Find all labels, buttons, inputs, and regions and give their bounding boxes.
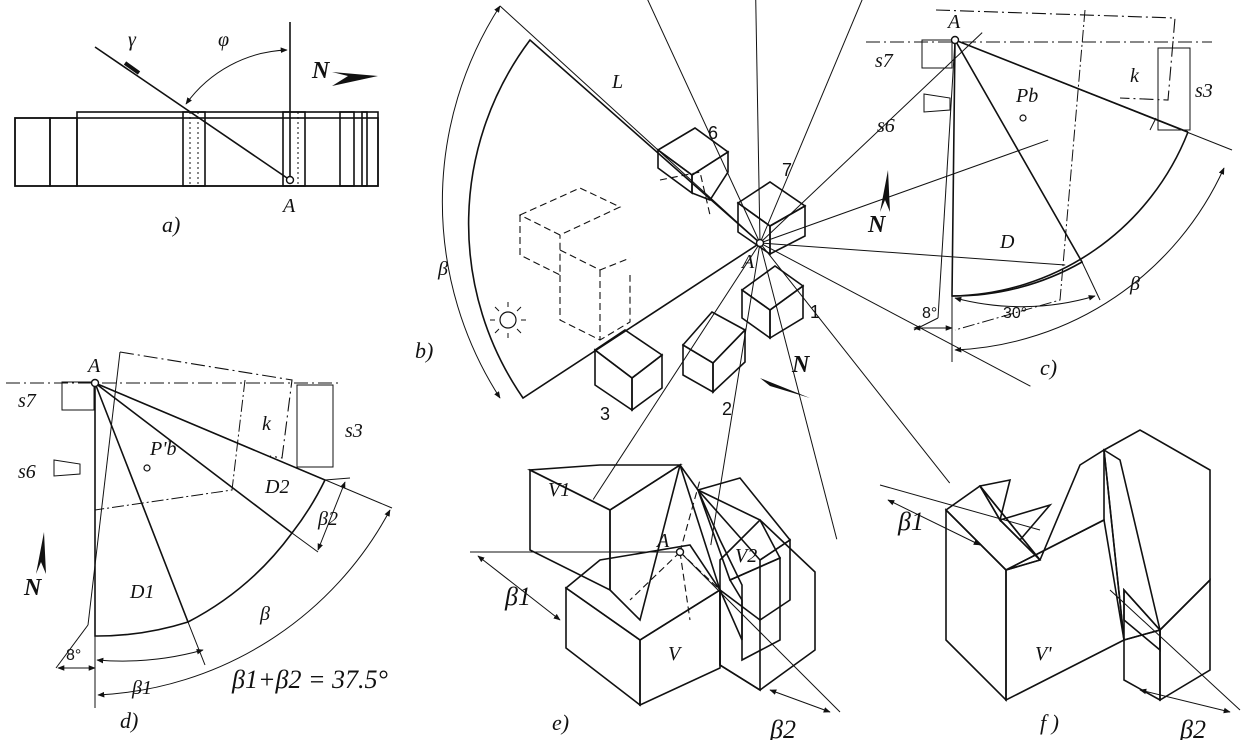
caption-b: b) — [415, 338, 433, 363]
caption-c: c) — [1040, 355, 1057, 380]
label-Pb: P'b — [149, 438, 177, 460]
label-D1: D1 — [129, 581, 154, 603]
panel-c: A s7 s6 s3 k Pb D N 8° 30° β c) — [866, 9, 1233, 380]
fan-ray — [755, 0, 761, 244]
label-phi: φ — [218, 29, 229, 51]
north-label: N — [791, 352, 811, 378]
north-arrow-icon — [880, 170, 890, 212]
label-Pb: Pb — [1015, 85, 1038, 107]
volume-V1-cut — [998, 503, 1053, 542]
label-V1: V1 — [548, 479, 570, 501]
caption-d: d) — [120, 708, 138, 733]
shade-s6 — [923, 93, 951, 113]
sky-fan — [467, 38, 762, 400]
street-strip — [14, 117, 379, 187]
label-k: k — [262, 413, 272, 435]
label-V: V — [668, 643, 683, 665]
label-gamma: γ — [128, 29, 137, 51]
sector-D — [951, 37, 1084, 297]
label-s7: s7 — [18, 390, 37, 412]
label-s6: s6 — [18, 461, 36, 483]
label-A: A — [86, 355, 101, 377]
label-s7: s7 — [875, 50, 894, 72]
dashed-volume — [518, 171, 711, 341]
building-label-7: 7 — [782, 160, 792, 180]
label-beta2: β2 — [769, 715, 796, 740]
label-s6: s6 — [877, 115, 895, 137]
shade-s7 — [61, 381, 95, 411]
label-D: D — [999, 231, 1015, 253]
label-A: A — [281, 195, 296, 217]
panel-d: A s7 s6 s3 k P'b D1 D2 N 8° β1 β2 β β1+β… — [6, 351, 393, 733]
north-label: N — [311, 58, 331, 84]
north-arrow-icon — [332, 72, 378, 86]
label-beta: β — [259, 603, 270, 625]
volume-V2-cut — [1103, 448, 1161, 642]
panel-f: β1 β2 V' f ) — [879, 429, 1241, 740]
fan-ray — [647, 0, 761, 244]
shade-s3 — [1157, 47, 1191, 131]
caption-f: f ) — [1040, 710, 1059, 735]
north-label: N — [23, 575, 43, 601]
label-beta2: β2 — [1179, 715, 1206, 740]
building-label-1: 1 — [810, 302, 820, 322]
panel-a: γ φ N A a) — [14, 22, 379, 237]
panel-e: V1 V2 A V β1 β2 e) — [470, 463, 841, 740]
sector-D2 — [94, 382, 327, 535]
north-arrow-icon — [760, 378, 810, 398]
fan-ray — [759, 242, 951, 484]
shade-s7 — [921, 39, 953, 69]
sun-icon — [490, 302, 526, 338]
fan-ray — [759, 139, 1049, 244]
equation: β1+β2 = 37.5° — [231, 665, 388, 694]
fan-ray — [759, 0, 863, 244]
label-V2: V2 — [735, 545, 757, 567]
fan-ray — [592, 242, 761, 500]
fan-ray — [759, 242, 1066, 266]
label-beta2: β2 — [317, 508, 338, 530]
panel-b: L β A 6 7 1 2 3 N b) — [415, 0, 1066, 546]
shade-s6 — [53, 459, 81, 477]
label-A: A — [655, 530, 670, 552]
label-D2: D2 — [264, 476, 289, 498]
volume-V2-front — [679, 464, 743, 641]
building-7 — [736, 181, 807, 256]
building-3 — [593, 329, 664, 412]
caption-e: e) — [552, 710, 569, 735]
building-2 — [681, 310, 747, 394]
label-beta1: β1 — [897, 507, 924, 536]
label-s3: s3 — [1195, 80, 1213, 102]
building-row — [76, 111, 368, 187]
north-label: N — [867, 212, 887, 238]
label-A: A — [946, 11, 961, 33]
angle-8: 8° — [66, 647, 81, 664]
building-1 — [740, 265, 805, 340]
gamma-line — [94, 46, 291, 181]
angle-30: 30° — [1003, 305, 1027, 322]
building-label-6: 6 — [708, 123, 718, 143]
building-label-3: 3 — [600, 404, 610, 424]
dark-block — [49, 117, 78, 187]
angle-8: 8° — [922, 305, 937, 322]
building-label-2: 2 — [722, 399, 732, 419]
shade-s3 — [296, 384, 334, 468]
label-beta: β — [1129, 273, 1140, 295]
label-s3: s3 — [345, 420, 363, 442]
building-6 — [656, 127, 730, 201]
label-A: A — [740, 251, 755, 273]
label-L: L — [611, 71, 623, 93]
fan-ray — [759, 242, 838, 540]
north-arrow-icon — [36, 532, 46, 574]
fan-ray — [759, 242, 1031, 387]
label-k: k — [1130, 65, 1140, 87]
label-Vprime: V' — [1035, 643, 1052, 665]
label-beta1: β1 — [131, 677, 152, 699]
label-beta1: β1 — [504, 582, 531, 611]
caption-a: a) — [162, 212, 180, 237]
fan-ray — [710, 242, 761, 546]
label-beta: β — [437, 258, 448, 280]
